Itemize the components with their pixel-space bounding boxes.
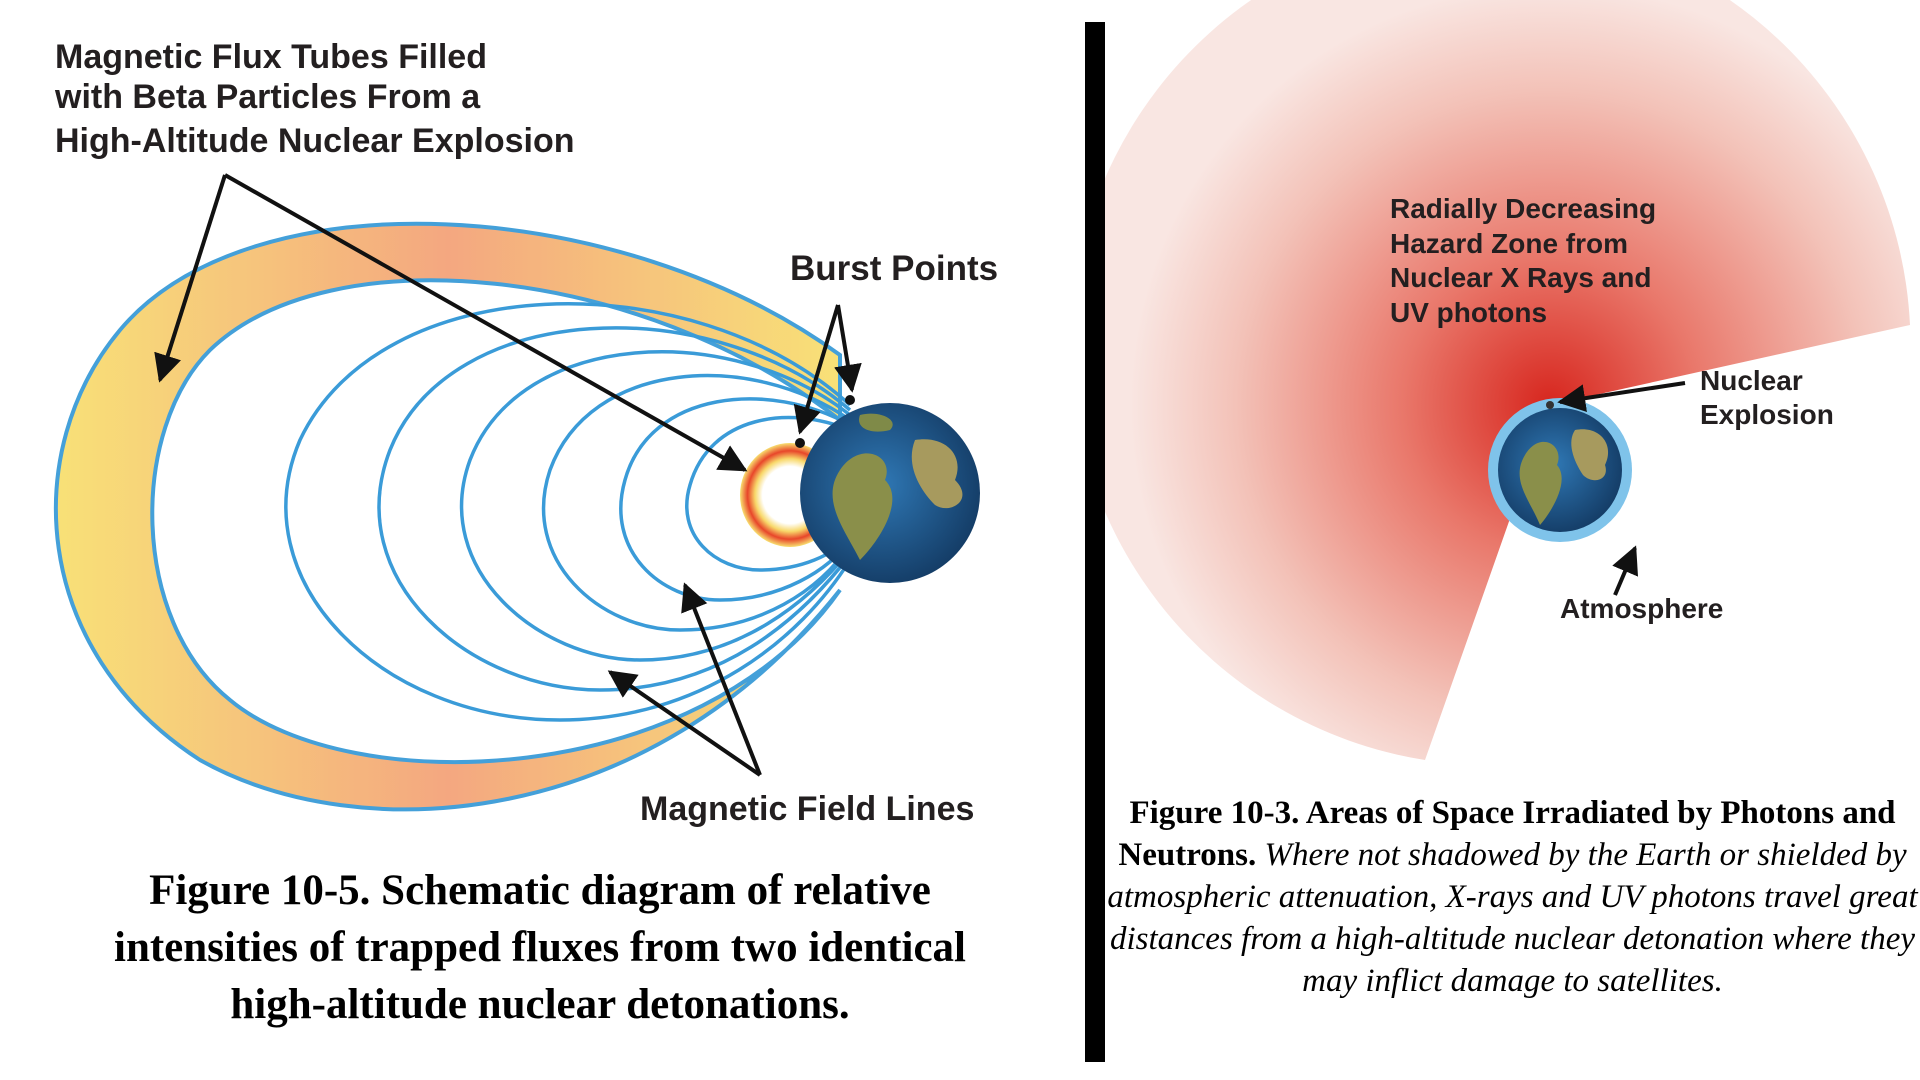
callout-arrows [1557,381,1686,596]
caption-bold: Figure 10-3. Areas of Space Irradiated b… [1118,795,1896,873]
outer-flux-tube [53,221,842,812]
nuclear-explosion-label: Nuclear Explosion [1700,365,1834,430]
hazard-zone-diagram: Radially Decreasing Hazard Zone from Nuc… [1105,0,1910,760]
earth-icon [1498,408,1622,532]
burst-points-label: Burst Points [790,249,998,288]
panel-divider [1085,22,1105,1062]
nuclear-explosion-point [1546,401,1554,409]
flux-tubes-label: Magnetic Flux Tubes Filled with Beta Par… [54,38,574,160]
burst-point-2 [845,395,855,405]
caption-italic: Where not shadowed by the Earth or shiel… [1107,837,1918,999]
figure-10-5-panel: Magnetic Flux Tubes Filled with Beta Par… [53,38,998,1028]
field-lines [284,302,852,722]
flux-tube-diagram: Magnetic Flux Tubes Filled with Beta Par… [53,38,998,828]
hazard-zone [1105,0,1910,760]
earth-icon [800,403,980,583]
atmosphere-label: Atmosphere [1560,593,1723,624]
burst-point-1 [795,438,805,448]
hazard-zone-label: Radially Decreasing Hazard Zone from Nuc… [1390,193,1664,328]
figure-10-5-caption: Figure 10-5. Schematic diagram of relati… [114,867,966,1028]
figure-10-3-panel: Radially Decreasing Hazard Zone from Nuc… [1105,0,1920,1080]
field-lines-label: Magnetic Field Lines [640,790,974,828]
figure-10-3-caption: Figure 10-3. Areas of Space Irradiated b… [1105,792,1920,1002]
callout-arrows [154,173,862,777]
